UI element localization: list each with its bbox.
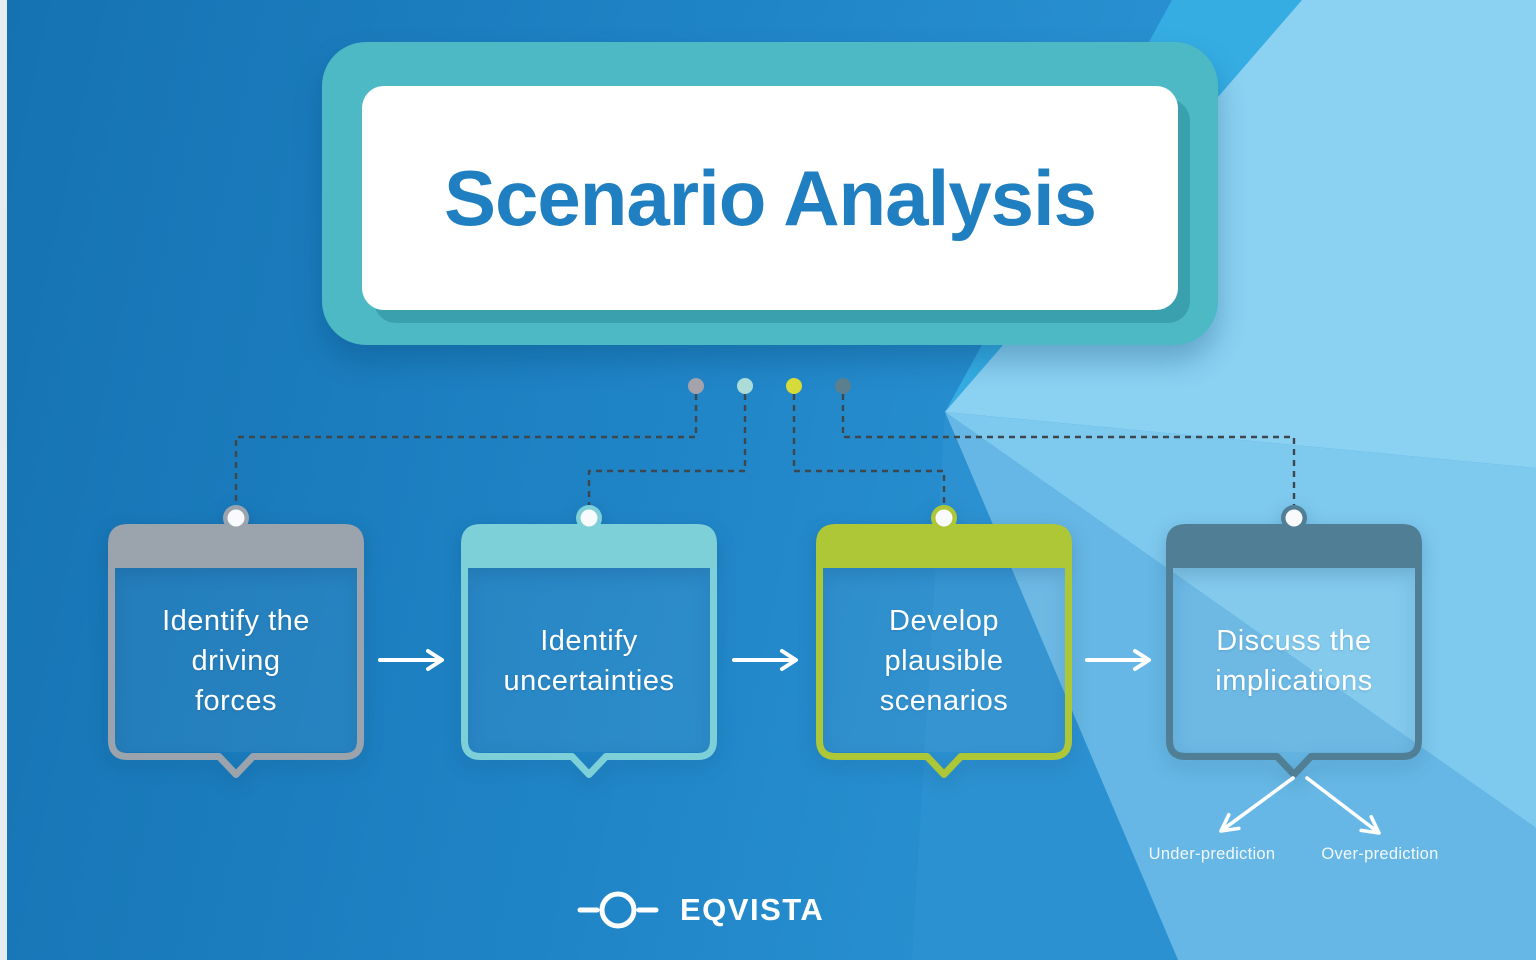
title-card: Scenario Analysis [362,86,1178,310]
right-arrow-icon [1085,649,1151,671]
outcome-label-over-prediction: Over-prediction [1321,845,1439,863]
brand-logo: EQVISTA [570,884,824,936]
right-arrow-icon [378,649,444,671]
connector-dot [688,378,704,394]
connector-dot [835,378,851,394]
step-label: Identify the driving forces [162,604,310,717]
connector-dot [786,378,802,394]
connector-dot [737,378,753,394]
step-label: Identify uncertainties [503,624,675,697]
step-label: Discuss the implications [1215,624,1373,697]
step-card-identify-driving-forces: Identify the driving forces [108,504,364,786]
step-card-discuss-implications: Discuss the implications [1166,504,1422,786]
right-arrow-icon [732,649,798,671]
eqvista-mark-icon [577,891,659,929]
fork-arrows-icon [1219,776,1381,835]
page-edge [0,0,7,960]
brand-logo-text: EQVISTA [680,892,825,927]
page-title: Scenario Analysis [443,153,1097,242]
step-label: Develop plausible scenarios [879,604,1009,717]
outcome-label-under-prediction: Under-prediction [1148,845,1276,863]
title-frame: Scenario Analysis [322,42,1218,345]
step-card-develop-plausible-scenarios: Develop plausible scenarios [816,504,1072,786]
step-card-identify-uncertainties: Identify uncertainties [461,504,717,786]
